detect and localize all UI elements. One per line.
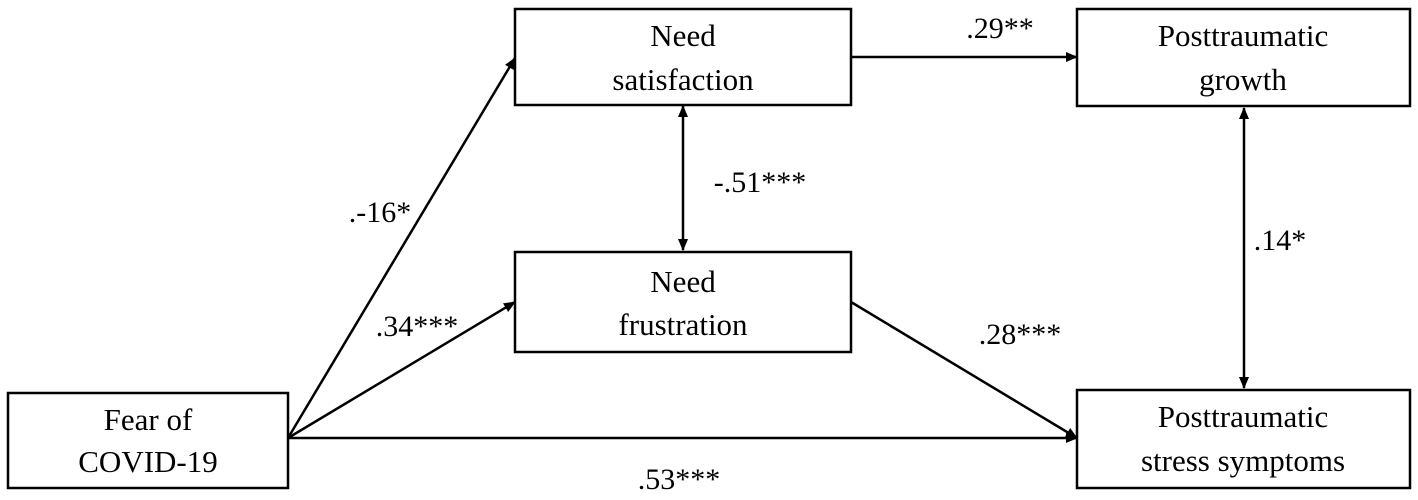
node-fear-line2: COVID-19 [78, 444, 218, 479]
coef-satisfaction-to-growth: .29** [966, 12, 1034, 45]
node-satisfaction-box [513, 7, 853, 107]
node-need-frustration: Need frustration [513, 250, 853, 354]
node-fear-line1: Fear of [104, 402, 193, 437]
node-growth-box [1075, 7, 1412, 108]
coef-fear-to-stress: .53*** [638, 463, 721, 496]
node-fear-of-covid: Fear of COVID-19 [6, 391, 290, 490]
node-satisfaction-line1: Need [650, 18, 716, 53]
node-growth-line2: growth [1199, 62, 1287, 97]
node-frustration-box [513, 250, 853, 354]
node-fear-box [6, 391, 290, 490]
node-posttraumatic-growth: Posttraumatic growth [1075, 7, 1412, 108]
coef-growth-with-stress: .14* [1254, 224, 1307, 257]
edge-frustration-to-stress [850, 300, 1078, 440]
coef-fear-to-frustration: .34*** [376, 310, 459, 343]
node-satisfaction-line2: satisfaction [612, 62, 754, 97]
node-frustration-line1: Need [650, 264, 716, 299]
coef-fear-to-satisfaction: .-16* [349, 196, 412, 229]
edge-fear-to-satisfaction [286, 57, 517, 439]
node-stress-box [1075, 388, 1412, 490]
edge-fear-to-frustration [287, 300, 516, 440]
coef-frustration-to-stress: .28*** [979, 318, 1062, 351]
node-stress-line2: stress symptoms [1141, 443, 1345, 478]
node-frustration-line2: frustration [618, 307, 748, 342]
node-growth-line1: Posttraumatic [1158, 18, 1328, 53]
coef-satisfaction-with-frustration: -.51*** [714, 166, 807, 199]
node-need-satisfaction: Need satisfaction [513, 7, 853, 107]
node-stress-line1: Posttraumatic [1158, 399, 1328, 434]
node-posttraumatic-stress: Posttraumatic stress symptoms [1075, 388, 1412, 490]
